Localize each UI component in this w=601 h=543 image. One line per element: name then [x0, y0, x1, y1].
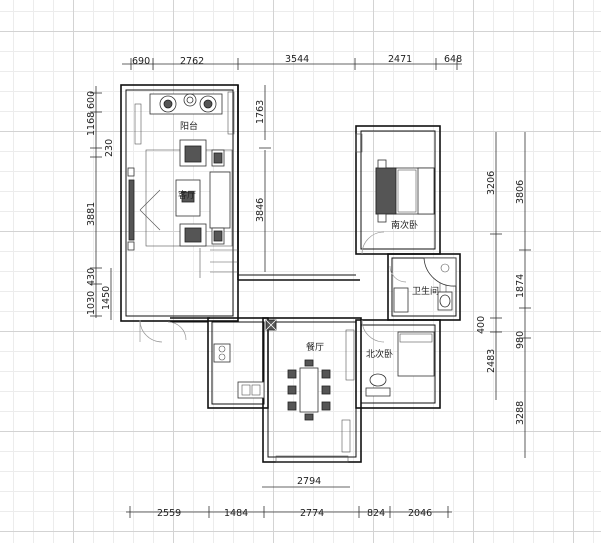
- label-north-bedroom: 北次卧: [366, 348, 393, 360]
- dim-bottom-3: 2774: [300, 508, 324, 519]
- dimension-labels: 690 2762 3544 2471 648 600 1168 230 3881…: [86, 54, 526, 519]
- dim-left-4: 3881: [86, 202, 97, 226]
- dim-left-3: 230: [104, 139, 115, 157]
- dim-top-2: 2762: [180, 56, 204, 67]
- dim-left-7: 1450: [101, 286, 112, 310]
- label-balcony: 阳台: [180, 120, 198, 132]
- dim-right-outer-3: 980: [515, 331, 526, 349]
- dim-bottom-4: 824: [367, 508, 385, 519]
- label-bathroom: 卫生间: [412, 285, 439, 297]
- dim-right-inner-1: 3206: [486, 171, 497, 195]
- dim-left-5: 430: [86, 268, 97, 286]
- dim-top-4: 2471: [388, 54, 412, 65]
- dim-right-outer-2: 1874: [515, 274, 526, 298]
- dim-bottom-5: 2046: [408, 508, 432, 519]
- living-furniture: [127, 139, 233, 251]
- dim-right-outer-4: 3288: [515, 401, 526, 425]
- dim-left-2: 1168: [86, 112, 97, 136]
- dim-inner-3846: 3846: [255, 198, 266, 222]
- dim-right-inner-2: 400: [476, 316, 487, 334]
- dim-left-6: 1030: [86, 291, 97, 315]
- label-south-bedroom: 南次卧: [391, 219, 418, 231]
- dim-bottom-2: 1484: [224, 508, 248, 519]
- dim-top-3: 3544: [285, 54, 309, 65]
- label-living-room: 客厅: [178, 189, 196, 201]
- north-bedroom-furniture: [345, 329, 435, 397]
- kitchen-fixtures: [213, 319, 277, 399]
- bathroom-fixtures: [393, 257, 457, 313]
- dim-bottom-1: 2559: [157, 508, 181, 519]
- dim-inner-1763: 1763: [255, 100, 266, 124]
- balcony-furniture: [149, 93, 223, 115]
- dining-furniture: [287, 359, 351, 453]
- dim-left-1: 600: [86, 91, 97, 109]
- room-labels: 阳台 客厅 南次卧 卫生间 北次卧 餐厅: [178, 120, 439, 360]
- dim-right-inner-3: 2483: [486, 349, 497, 373]
- label-dining-room: 餐厅: [306, 341, 324, 353]
- dim-right-outer-1: 3806: [515, 180, 526, 204]
- dim-top-5: 648: [444, 54, 462, 65]
- dimension-lines: [90, 58, 531, 518]
- dim-inner-2794: 2794: [297, 476, 321, 487]
- south-bedroom-furniture: [375, 159, 435, 223]
- dim-top-1: 690: [132, 56, 150, 67]
